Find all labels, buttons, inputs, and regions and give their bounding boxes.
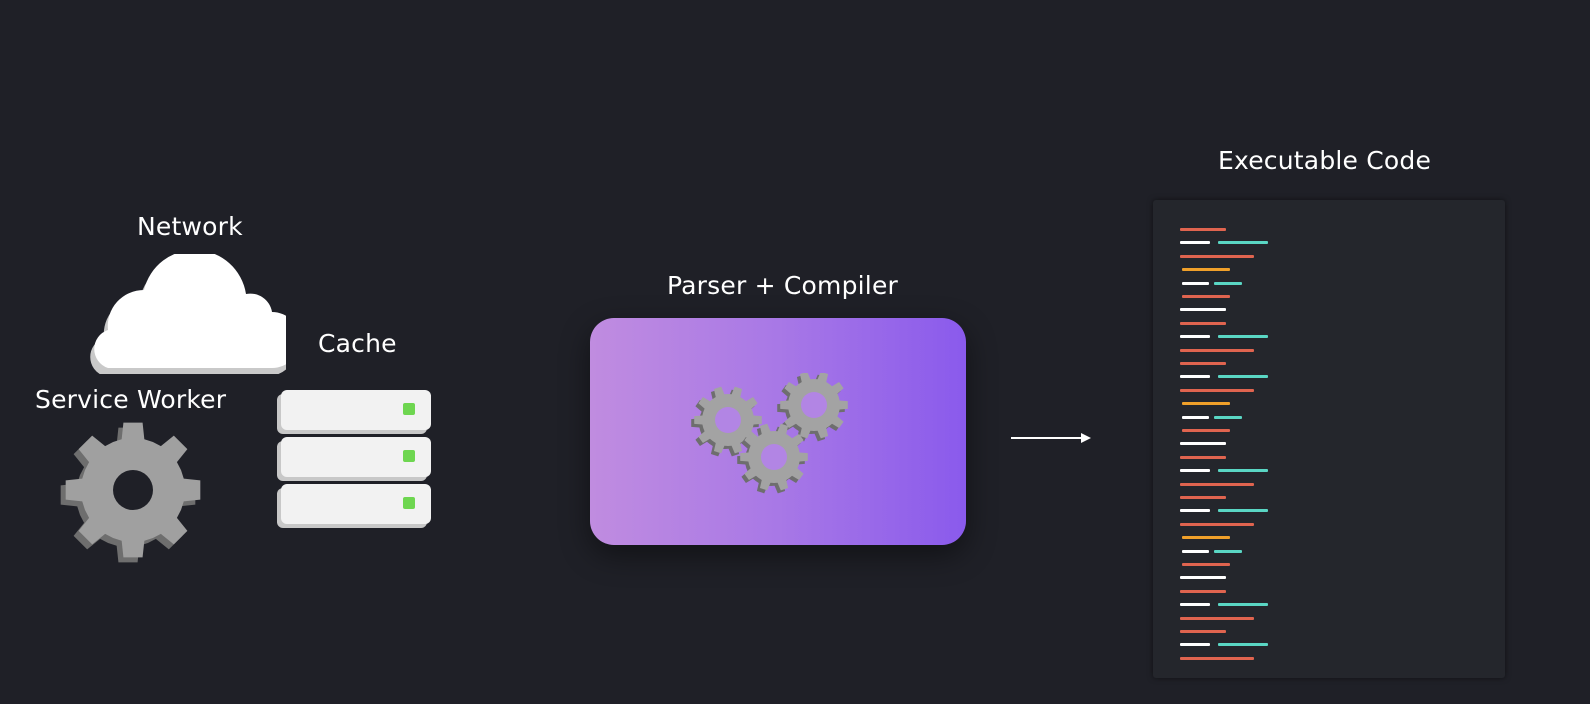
parser-compiler-box (590, 318, 966, 545)
code-line (1180, 522, 1254, 526)
code-line (1182, 549, 1209, 553)
gear-icon (60, 422, 201, 563)
code-line (1218, 603, 1268, 607)
code-line (1180, 308, 1226, 312)
code-line (1180, 616, 1254, 620)
code-line (1180, 362, 1226, 365)
code-line (1218, 375, 1268, 379)
code-line (1182, 295, 1230, 298)
code-line (1180, 509, 1210, 513)
code-line (1180, 469, 1210, 473)
code-line (1180, 442, 1226, 446)
code-line (1180, 241, 1210, 245)
small-gear (737, 423, 808, 494)
code-line (1218, 241, 1268, 245)
code-line (1182, 429, 1230, 432)
server-unit (281, 390, 431, 430)
code-line (1180, 589, 1226, 593)
server-unit (281, 437, 431, 477)
service-worker-label: Service Worker (35, 385, 227, 414)
cache-label: Cache (318, 329, 397, 358)
code-line (1218, 643, 1268, 647)
code-line (1180, 348, 1254, 352)
code-line (1214, 549, 1242, 553)
code-line (1182, 281, 1209, 285)
code-line (1180, 496, 1226, 499)
status-led (403, 450, 415, 462)
code-line (1180, 388, 1254, 392)
cloud-icon (90, 254, 286, 374)
code-line (1182, 415, 1209, 419)
code-line (1180, 643, 1210, 647)
code-line (1180, 335, 1210, 339)
parser-compiler-label: Parser + Compiler (667, 271, 899, 300)
code-line (1180, 254, 1254, 258)
small-gear (691, 386, 762, 457)
code-line (1180, 375, 1210, 379)
code-line (1180, 455, 1226, 459)
network-label: Network (137, 212, 243, 241)
code-line (1182, 536, 1230, 540)
code-line (1180, 228, 1226, 231)
code-line (1218, 469, 1268, 473)
code-line (1218, 335, 1268, 339)
executable-code-label: Executable Code (1218, 146, 1432, 175)
code-line (1180, 321, 1226, 325)
code-line (1180, 482, 1254, 486)
status-led (403, 497, 415, 509)
code-line (1180, 603, 1210, 607)
code-line (1214, 415, 1242, 419)
arrow-right-icon (1011, 433, 1091, 443)
code-line (1182, 563, 1230, 566)
status-led (403, 403, 415, 415)
code-line (1180, 576, 1226, 580)
code-line (1180, 630, 1226, 633)
code-line (1218, 509, 1268, 513)
code-line (1182, 402, 1230, 406)
gears-icon (691, 373, 848, 494)
code-line (1180, 656, 1254, 660)
small-gear (777, 373, 848, 442)
code-line (1214, 281, 1242, 285)
code-panel (1153, 200, 1505, 678)
code-line (1182, 268, 1230, 272)
server-unit (281, 484, 431, 524)
